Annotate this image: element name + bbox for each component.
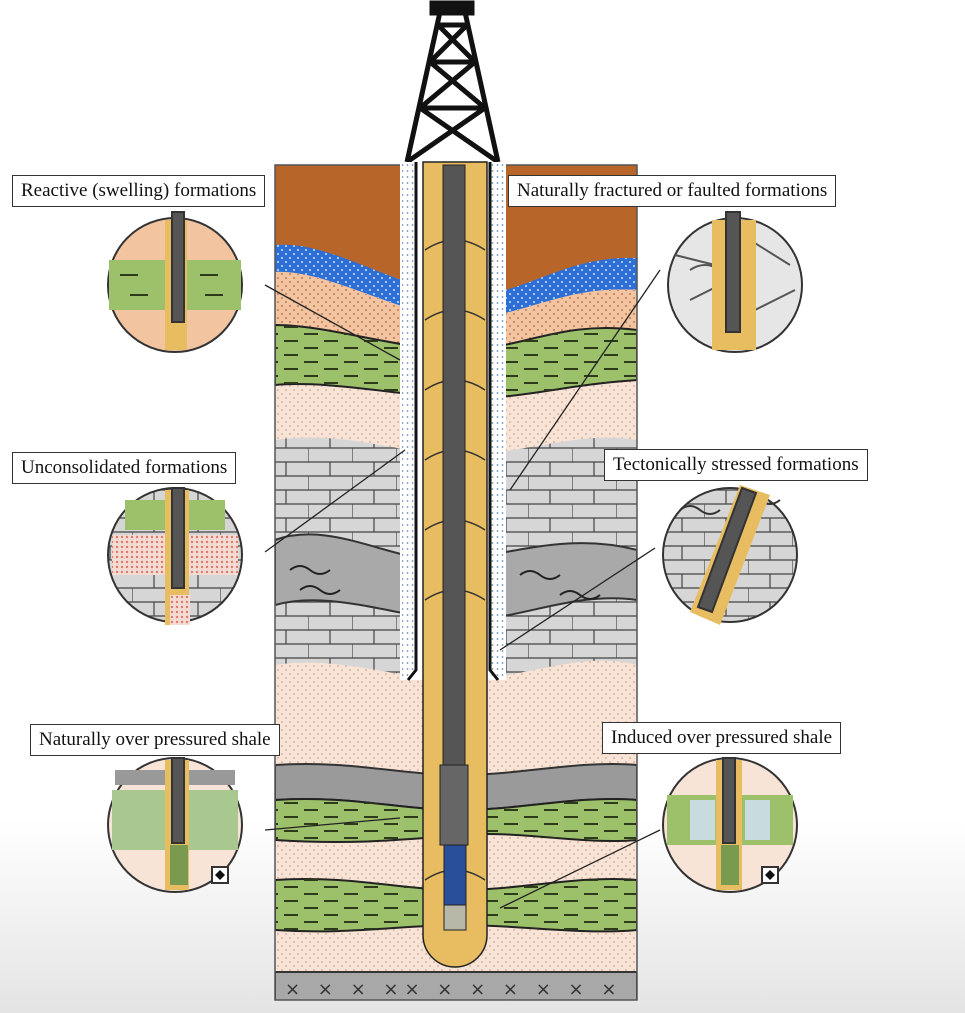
drilling-derrick [404,0,501,165]
label-unconsolidated-formations: Unconsolidated formations [12,452,237,484]
drill-collar [439,764,469,846]
label-reactive-formations: Reactive (swelling) formations [12,175,266,207]
label-induced-overpressured-shale: Induced over pressured shale [602,722,842,754]
detail-unconsolidated [107,487,243,625]
detail-reactive [107,211,243,353]
detail-induced-shale [662,757,798,893]
detail-fractured [667,211,803,353]
svg-text:× × × ×× × × × × × × × ×: × × × ×× × × × × × × × × [285,979,688,1000]
drill-pipe [442,164,466,766]
label-tectonic-formations: Tectonically stressed formations [604,449,868,481]
leader-lines [264,269,661,909]
drill-bit [443,904,467,931]
bottom-hole-assembly [443,844,467,906]
detail-natural-shale [107,757,243,893]
label-fractured-formations: Naturally fractured or faulted formation… [508,175,837,207]
detail-tectonic [662,485,798,625]
label-natural-overpressured-shale: Naturally over pressured shale [30,724,280,756]
